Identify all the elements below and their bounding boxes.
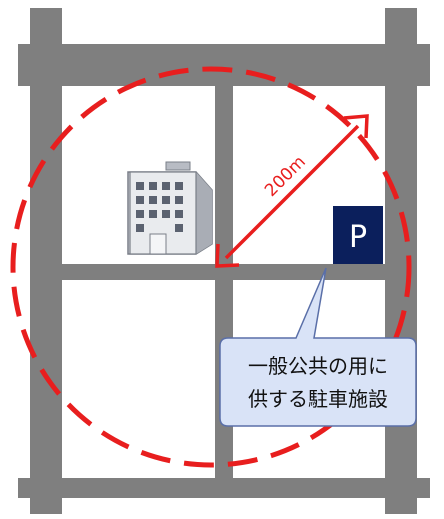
callout-line-2: 供する駐車施設 (248, 387, 388, 411)
parking-callout: 一般公共の用に 供する駐車施設 (219, 267, 417, 427)
radius-circle (10, 66, 412, 468)
road-horizontal-bottom (18, 478, 430, 498)
parking-sign-letter: P (349, 220, 367, 255)
road-vertical-left (30, 8, 62, 514)
distance-label: 200m (261, 152, 310, 201)
callout-line-1: 一般公共の用に (248, 354, 388, 378)
road-vertical-right (385, 8, 417, 514)
distance-arrow (215, 114, 369, 268)
parking-sign-icon: P (333, 206, 383, 264)
road-horizontal-top (18, 44, 430, 86)
road-horizontal-middle (60, 264, 388, 280)
building-icon (127, 161, 213, 255)
